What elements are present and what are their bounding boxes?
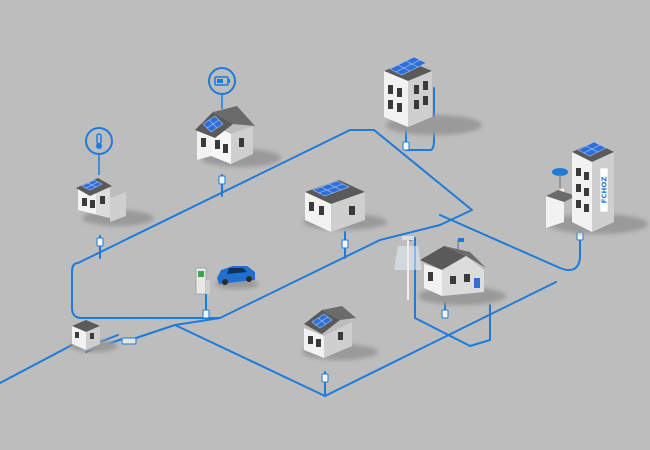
right-network bbox=[439, 214, 581, 271]
connectors bbox=[96, 141, 584, 383]
connector bbox=[441, 309, 449, 319]
connector bbox=[202, 309, 210, 319]
substation bbox=[70, 320, 118, 352]
office-building: FCHOZ bbox=[546, 141, 648, 234]
electric-car bbox=[215, 266, 259, 289]
house-thermostat bbox=[76, 178, 154, 226]
building-sign: FCHOZ bbox=[601, 177, 609, 204]
battery-icon bbox=[208, 67, 236, 109]
connector bbox=[121, 337, 137, 345]
connector bbox=[341, 239, 349, 249]
street-lamp bbox=[394, 236, 422, 300]
house-battery bbox=[195, 106, 281, 167]
apartment-tower bbox=[384, 56, 482, 135]
thermometer-icon bbox=[85, 127, 113, 175]
branch-tower bbox=[405, 87, 435, 151]
connector bbox=[321, 373, 329, 383]
ev-charging-station bbox=[195, 267, 210, 295]
house-center bbox=[303, 180, 387, 232]
lamp-branch bbox=[409, 237, 491, 347]
feeder-line bbox=[0, 344, 73, 384]
smart-home bbox=[418, 238, 506, 305]
lower-branch bbox=[129, 317, 221, 341]
house-bottom bbox=[302, 306, 378, 360]
connector bbox=[96, 237, 104, 247]
main-ring bbox=[71, 129, 473, 319]
connector bbox=[402, 141, 410, 151]
connector bbox=[218, 175, 226, 185]
